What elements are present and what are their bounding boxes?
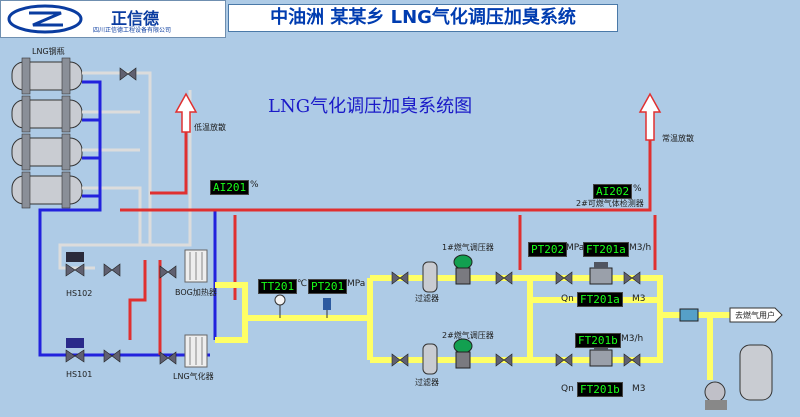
regulator-icon (453, 338, 473, 369)
vent-arrow-low (174, 92, 198, 133)
display-ai201[interactable]: AI201 (210, 180, 250, 195)
valve-icon[interactable] (495, 353, 513, 367)
display-ft201b-flow[interactable]: FT201b (575, 333, 621, 348)
label-filter-1: 过滤器 (415, 294, 439, 303)
unit-ai202: % (633, 184, 642, 194)
display-tt201[interactable]: TT201 (258, 279, 298, 294)
lng-tank (11, 95, 83, 133)
valve-icon[interactable] (623, 353, 641, 367)
display-pt201[interactable]: PT201 (308, 279, 348, 294)
filter-icon (422, 343, 438, 375)
diagram-title: LNG气化调压加臭系统图 (268, 96, 473, 117)
label-to-user: 去燃气用户 (735, 311, 775, 320)
outlet-flowmeter-icon (679, 308, 699, 322)
page-title: 中油洲 某某乡 LNG气化调压加臭系统 (228, 4, 618, 32)
label-lng-vaporizer: LNG气化器 (173, 372, 214, 381)
to-user-arrow (729, 307, 783, 323)
unit-pt201: MPa (347, 279, 366, 289)
display-ft201a-flow[interactable]: FT201a (583, 242, 629, 257)
display-ai202[interactable]: AI202 (593, 184, 633, 199)
lng-tank (11, 171, 83, 209)
logo-icon (7, 4, 83, 34)
label-gas-detector: 2#可燃气体检测器 (576, 199, 644, 208)
label-low-temp-vent: 低温放散 (194, 123, 226, 132)
valve-icon[interactable] (159, 351, 177, 365)
regulator-icon (453, 254, 473, 285)
unit-tt201: ℃ (297, 279, 308, 289)
display-pt202[interactable]: PT202 (528, 242, 568, 257)
vent-arrow-normal (638, 92, 662, 141)
valve-icon[interactable] (391, 271, 409, 285)
valve-icon[interactable] (103, 349, 121, 363)
flowmeter-icon (589, 262, 613, 285)
company-logo: 正信德 四川正信德工程设备有限公司 (0, 0, 226, 38)
label-hs102: HS102 (66, 289, 93, 298)
lng-vaporizer (184, 334, 208, 368)
valve-icon[interactable] (495, 271, 513, 285)
unit-pt202: MPa (566, 243, 585, 253)
lng-tank (11, 133, 83, 171)
actuator-valve-hs102[interactable] (65, 252, 85, 277)
label-regulator-2: 2#燃气调压器 (442, 331, 494, 340)
label-bog-heater: BOG加热器 (175, 288, 217, 297)
label-regulator-1: 1#燃气调压器 (442, 243, 494, 252)
label-lng-tank: LNG钢瓶 (32, 47, 65, 56)
valve-icon[interactable] (119, 67, 137, 81)
prefix-ft201b-total: Qn (561, 384, 574, 394)
prefix-ft201a-total: Qn (561, 294, 574, 304)
temperature-gauge-icon (274, 294, 286, 318)
display-ft201a-total[interactable]: FT201a (577, 292, 623, 307)
odorizer-tank (739, 344, 773, 401)
valve-icon[interactable] (391, 353, 409, 367)
lng-tank-group (11, 57, 83, 209)
valve-icon[interactable] (555, 353, 573, 367)
actuator-valve-hs101[interactable] (65, 338, 85, 363)
unit-ft201a-total: M3 (632, 294, 646, 304)
label-hs101: HS101 (66, 370, 93, 379)
bog-heater (184, 249, 208, 283)
unit-ft201a-flow: M3/h (629, 243, 652, 253)
company-name: 正信德 (111, 9, 160, 28)
label-normal-temp-vent: 常温放散 (662, 134, 694, 143)
valve-icon[interactable] (623, 271, 641, 285)
lng-tank (11, 57, 83, 95)
display-ft201b-total[interactable]: FT201b (577, 382, 623, 397)
pressure-transmitter-icon (323, 298, 331, 318)
unit-ft201b-total: M3 (632, 384, 646, 394)
unit-ai201: % (250, 180, 259, 190)
valve-icon[interactable] (555, 271, 573, 285)
valve-icon[interactable] (103, 263, 121, 277)
odorizer-pump (704, 381, 727, 410)
filter-icon (422, 261, 438, 293)
company-subtitle: 四川正信德工程设备有限公司 (93, 27, 172, 34)
label-filter-2: 过滤器 (415, 378, 439, 387)
unit-ft201b-flow: M3/h (621, 334, 644, 344)
valve-icon[interactable] (159, 265, 177, 279)
